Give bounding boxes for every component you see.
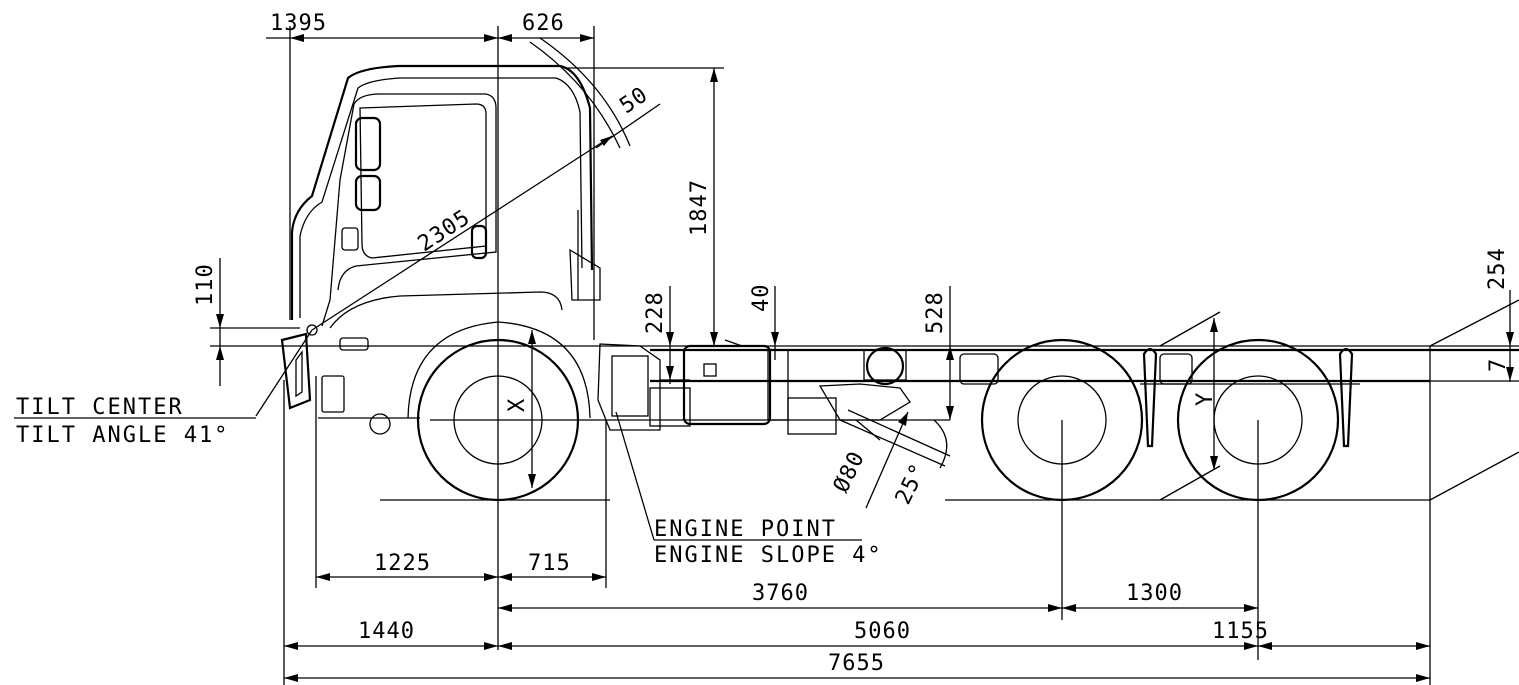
dim-528: 528	[923, 291, 948, 334]
note-engine-point: ENGINE POINT	[654, 517, 837, 542]
note-tilt-center: TILT CENTER	[16, 395, 184, 420]
dim-exhaust-angle: 25°	[891, 459, 932, 508]
dim-2305: 2305	[414, 205, 475, 257]
dim-3760: 3760	[752, 581, 809, 606]
note-engine-slope: ENGINE SLOPE 4°	[654, 543, 883, 568]
front-wheel	[407, 321, 591, 502]
dim-40: 40	[749, 284, 774, 313]
bottom-dimension-lines	[283, 376, 1431, 685]
dim-5060: 5060	[854, 619, 911, 644]
dim-7655: 7655	[828, 651, 885, 676]
dim-228: 228	[643, 291, 668, 334]
dim-1225: 1225	[374, 551, 431, 576]
dim-1395: 1395	[270, 11, 327, 36]
axle-mark-y: Y	[1193, 392, 1218, 406]
dim-7: 7	[1486, 358, 1511, 372]
dim-254: 254	[1485, 247, 1510, 290]
note-tilt-angle: TILT ANGLE 41°	[16, 423, 229, 448]
dim-exhaust-diameter: Ø80	[829, 447, 870, 496]
cab	[280, 64, 601, 435]
dim-1155: 1155	[1212, 619, 1269, 644]
dim-1440: 1440	[358, 619, 415, 644]
axle-mark-x: X	[505, 398, 530, 412]
dim-715: 715	[528, 551, 571, 576]
note-leaders	[14, 411, 862, 541]
vertical-dimension-lines	[210, 258, 1519, 501]
dim-110: 110	[193, 263, 218, 306]
dim-626: 626	[522, 11, 565, 36]
dim-1847: 1847	[687, 179, 712, 236]
dim-1300: 1300	[1126, 581, 1183, 606]
engine-and-tanks	[597, 339, 911, 441]
top-dimension-lines	[266, 26, 724, 650]
rear-suspension	[959, 347, 1360, 448]
exhaust-geometry	[839, 409, 951, 509]
